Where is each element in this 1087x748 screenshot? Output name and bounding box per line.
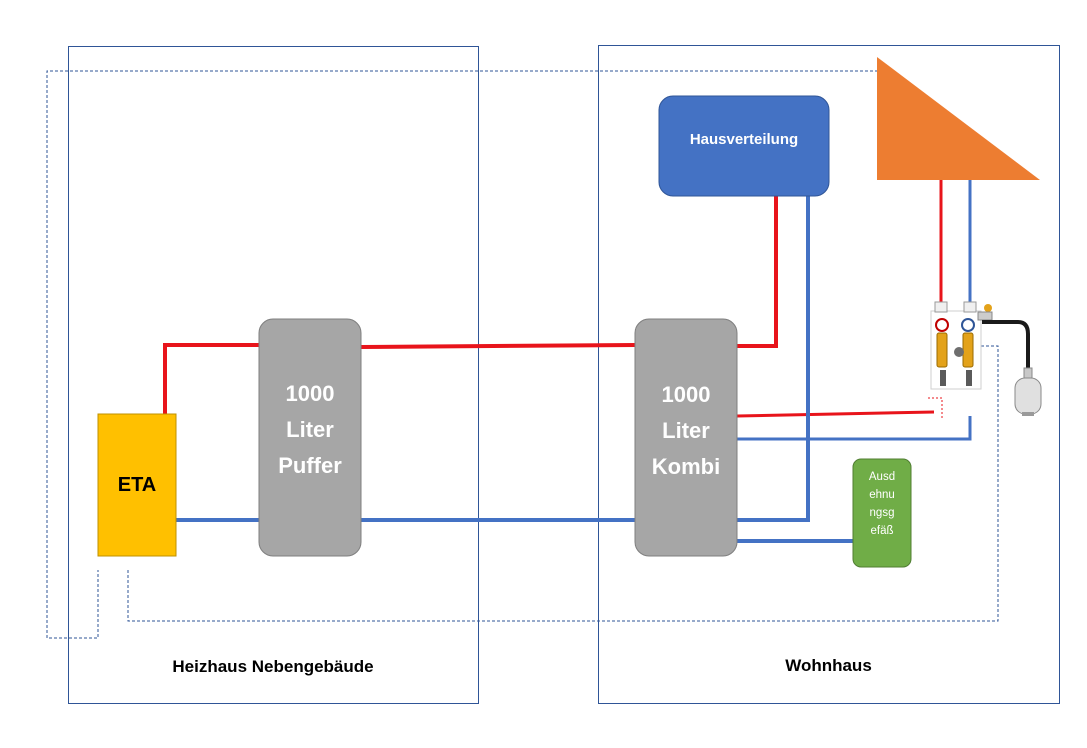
cold-pipe-kombi-station bbox=[737, 416, 972, 441]
hausverteilung-box bbox=[658, 95, 830, 197]
expansion-vessel-icon bbox=[1014, 367, 1042, 416]
sensor-line-station bbox=[928, 397, 943, 418]
cold-pipe-hausverteilung-return bbox=[737, 196, 810, 522]
pump-station-icon bbox=[930, 301, 1030, 390]
hot-pipe-kombi-station bbox=[736, 410, 935, 418]
hot-pipe-eta-puffer bbox=[163, 343, 259, 415]
ausdehnung-box bbox=[852, 458, 912, 568]
hot-pipe-puffer-kombi bbox=[360, 343, 637, 349]
building-heizhaus bbox=[68, 46, 479, 704]
eta-boiler bbox=[97, 413, 177, 557]
kombi-tank bbox=[634, 318, 738, 557]
solar-collector-roof-icon bbox=[877, 57, 1040, 180]
sensor-line-outer bbox=[46, 70, 878, 639]
puffer-tank bbox=[258, 318, 362, 557]
sensor-line-inner bbox=[127, 345, 999, 622]
hot-pipe-kombi-hausverteilung bbox=[737, 196, 778, 348]
building-wohnhaus bbox=[598, 45, 1060, 704]
